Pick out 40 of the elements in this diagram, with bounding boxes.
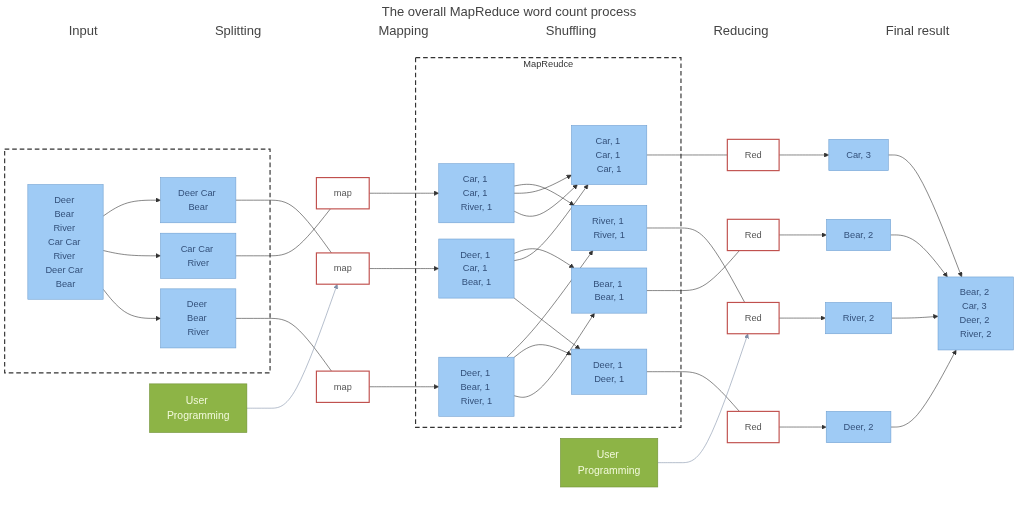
node-box: User Programming bbox=[560, 437, 659, 487]
connector bbox=[235, 208, 331, 256]
node-box: Car, 3 bbox=[828, 138, 889, 171]
node-box: User Programming bbox=[149, 383, 248, 433]
node-box: Deer, 2 bbox=[825, 410, 892, 443]
connector bbox=[646, 249, 740, 291]
node-box: Deer, 1 Bear, 1 River, 1 bbox=[438, 356, 515, 417]
node-box: Car, 1 Car, 1 River, 1 bbox=[438, 163, 515, 223]
connector bbox=[235, 199, 332, 253]
connector bbox=[235, 317, 332, 372]
node-box: River, 2 bbox=[825, 301, 892, 334]
connector bbox=[646, 371, 740, 412]
node-box: Deer, 1 Car, 1 Bear, 1 bbox=[438, 238, 515, 299]
node-box: Deer Bear River bbox=[160, 288, 237, 348]
cluster bbox=[4, 148, 271, 374]
node-box: Red bbox=[726, 138, 780, 171]
node-box: Bear, 1 Bear, 1 bbox=[571, 267, 648, 314]
column-heading: Splitting bbox=[214, 23, 262, 38]
node-box: Deer Car Bear bbox=[160, 176, 237, 223]
node-box: map bbox=[315, 370, 370, 403]
node-box: Red bbox=[726, 301, 780, 334]
node-box: River, 1 River, 1 bbox=[571, 204, 648, 251]
diagram-title: The overall MapReduce word count process bbox=[380, 4, 638, 19]
column-heading: Reducing bbox=[713, 23, 769, 38]
node-box: Car Car River bbox=[160, 232, 237, 279]
column-heading: Input bbox=[68, 23, 98, 38]
node-box: Red bbox=[726, 218, 780, 251]
column-heading: Mapping bbox=[378, 23, 429, 38]
node-box: Car, 1 Car, 1 Car, 1 bbox=[571, 124, 648, 185]
column-heading: Shuffling bbox=[545, 23, 597, 38]
node-box: map bbox=[315, 252, 370, 285]
node-box: map bbox=[315, 176, 370, 210]
column-heading: Final result bbox=[885, 23, 950, 38]
node-box: Deer, 1 Deer, 1 bbox=[571, 348, 648, 395]
node-box: Red bbox=[726, 410, 780, 443]
connector bbox=[646, 154, 728, 155]
node-box: Bear, 2 bbox=[826, 218, 891, 251]
node-box: Deer Bear River Car Car River Deer Car Bear bbox=[27, 183, 104, 300]
node-box: Bear, 2 Car, 3 Deer, 2 River, 2 bbox=[937, 276, 1014, 350]
connector bbox=[646, 227, 745, 303]
